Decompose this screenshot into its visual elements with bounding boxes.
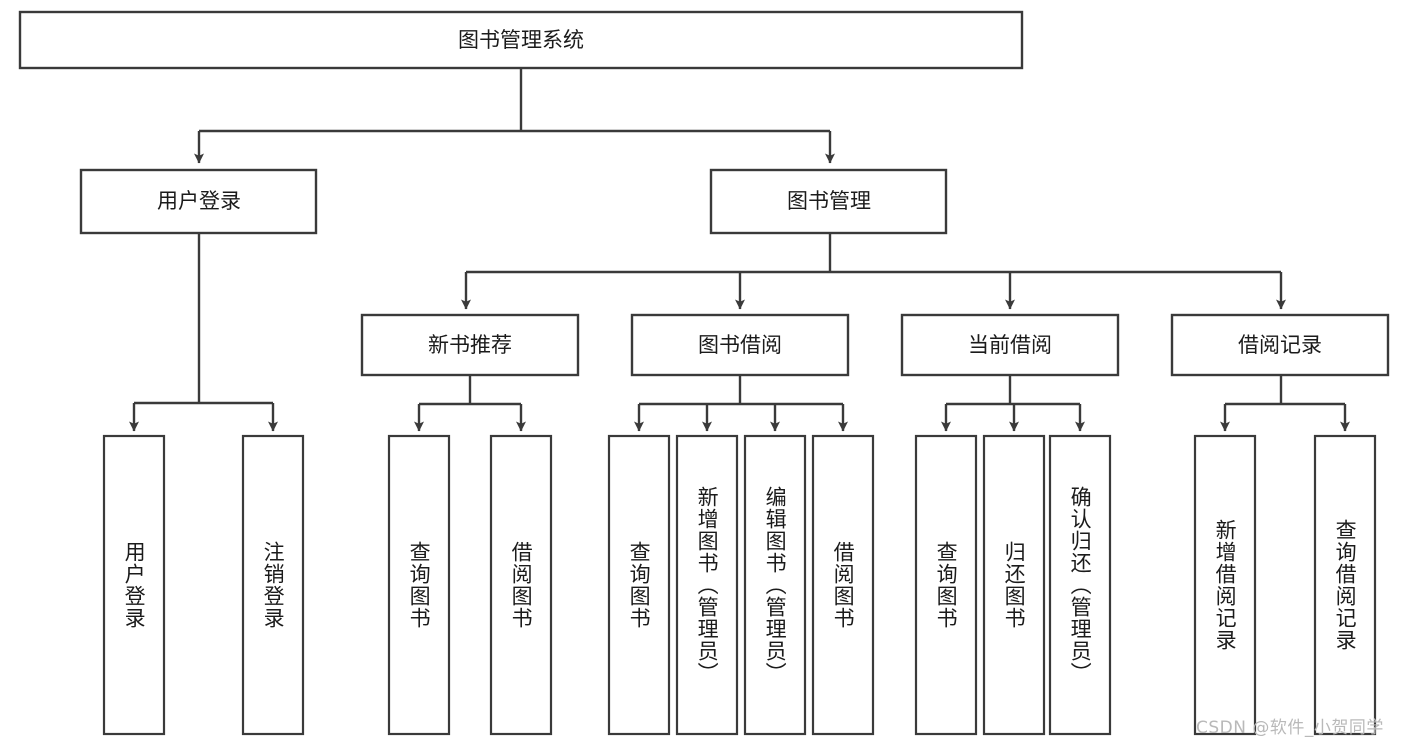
edge-group-new-book-recommend [414,375,526,432]
leaf-box-add-record[interactable] [1193,434,1257,736]
edge-group-borrow-record [1220,375,1350,432]
leaf-box-borrow-book-1[interactable] [489,434,553,736]
leaf-box-user-login[interactable] [102,434,166,736]
node-label-borrow-record: 借阅记录 [1238,333,1322,357]
edge-group-current-borrow [941,375,1085,432]
leaf-box-query-record[interactable] [1313,434,1377,736]
leaf-box-logout-login[interactable] [241,434,305,736]
leaf-box-query-book-1[interactable] [387,434,451,736]
leaf-box-edit-book[interactable] [743,434,807,736]
node-box-current-borrow [900,313,1120,377]
node-current-borrow[interactable]: 当前借阅 [900,313,1120,377]
node-label-book-borrow: 图书借阅 [698,333,782,357]
node-box-new-book-recommend [360,313,580,377]
leaf-box-query-book-3[interactable] [914,434,978,736]
leaf-box-query-book-2[interactable] [607,434,671,736]
node-box-borrow-record [1170,313,1390,377]
node-new-book-recommend[interactable]: 新书推荐 [360,313,580,377]
csdn-watermark: CSDN @软件_小贺同学 [1196,718,1384,738]
edge-group-user-login [129,233,278,432]
node-label-new-book-recommend: 新书推荐 [428,333,512,357]
node-label-current-borrow: 当前借阅 [968,333,1052,357]
node-book-management-system[interactable]: 图书管理系统 [18,10,1024,70]
node-box-book-management [709,168,948,235]
node-box-book-borrow [630,313,850,377]
node-box-user-login [79,168,318,235]
node-user-login[interactable]: 用户登录 [79,168,318,235]
node-book-borrow[interactable]: 图书借阅 [630,313,850,377]
leaf-box-add-book[interactable] [675,434,739,736]
edge-group-book-management [461,233,1286,310]
leaf-box-return-book[interactable] [982,434,1046,736]
node-book-management[interactable]: 图书管理 [709,168,948,235]
edge-group-book-borrow [634,375,848,432]
node-label-root: 图书管理系统 [458,28,584,52]
leaf-box-borrow-book-2[interactable] [811,434,875,736]
node-borrow-record[interactable]: 借阅记录 [1170,313,1390,377]
leaf-box-confirm-return[interactable] [1048,434,1112,736]
node-label-user-login: 用户登录 [157,189,241,213]
node-label-book-management: 图书管理 [787,189,871,213]
node-box-root [18,10,1024,70]
edge-group-root [194,68,835,164]
